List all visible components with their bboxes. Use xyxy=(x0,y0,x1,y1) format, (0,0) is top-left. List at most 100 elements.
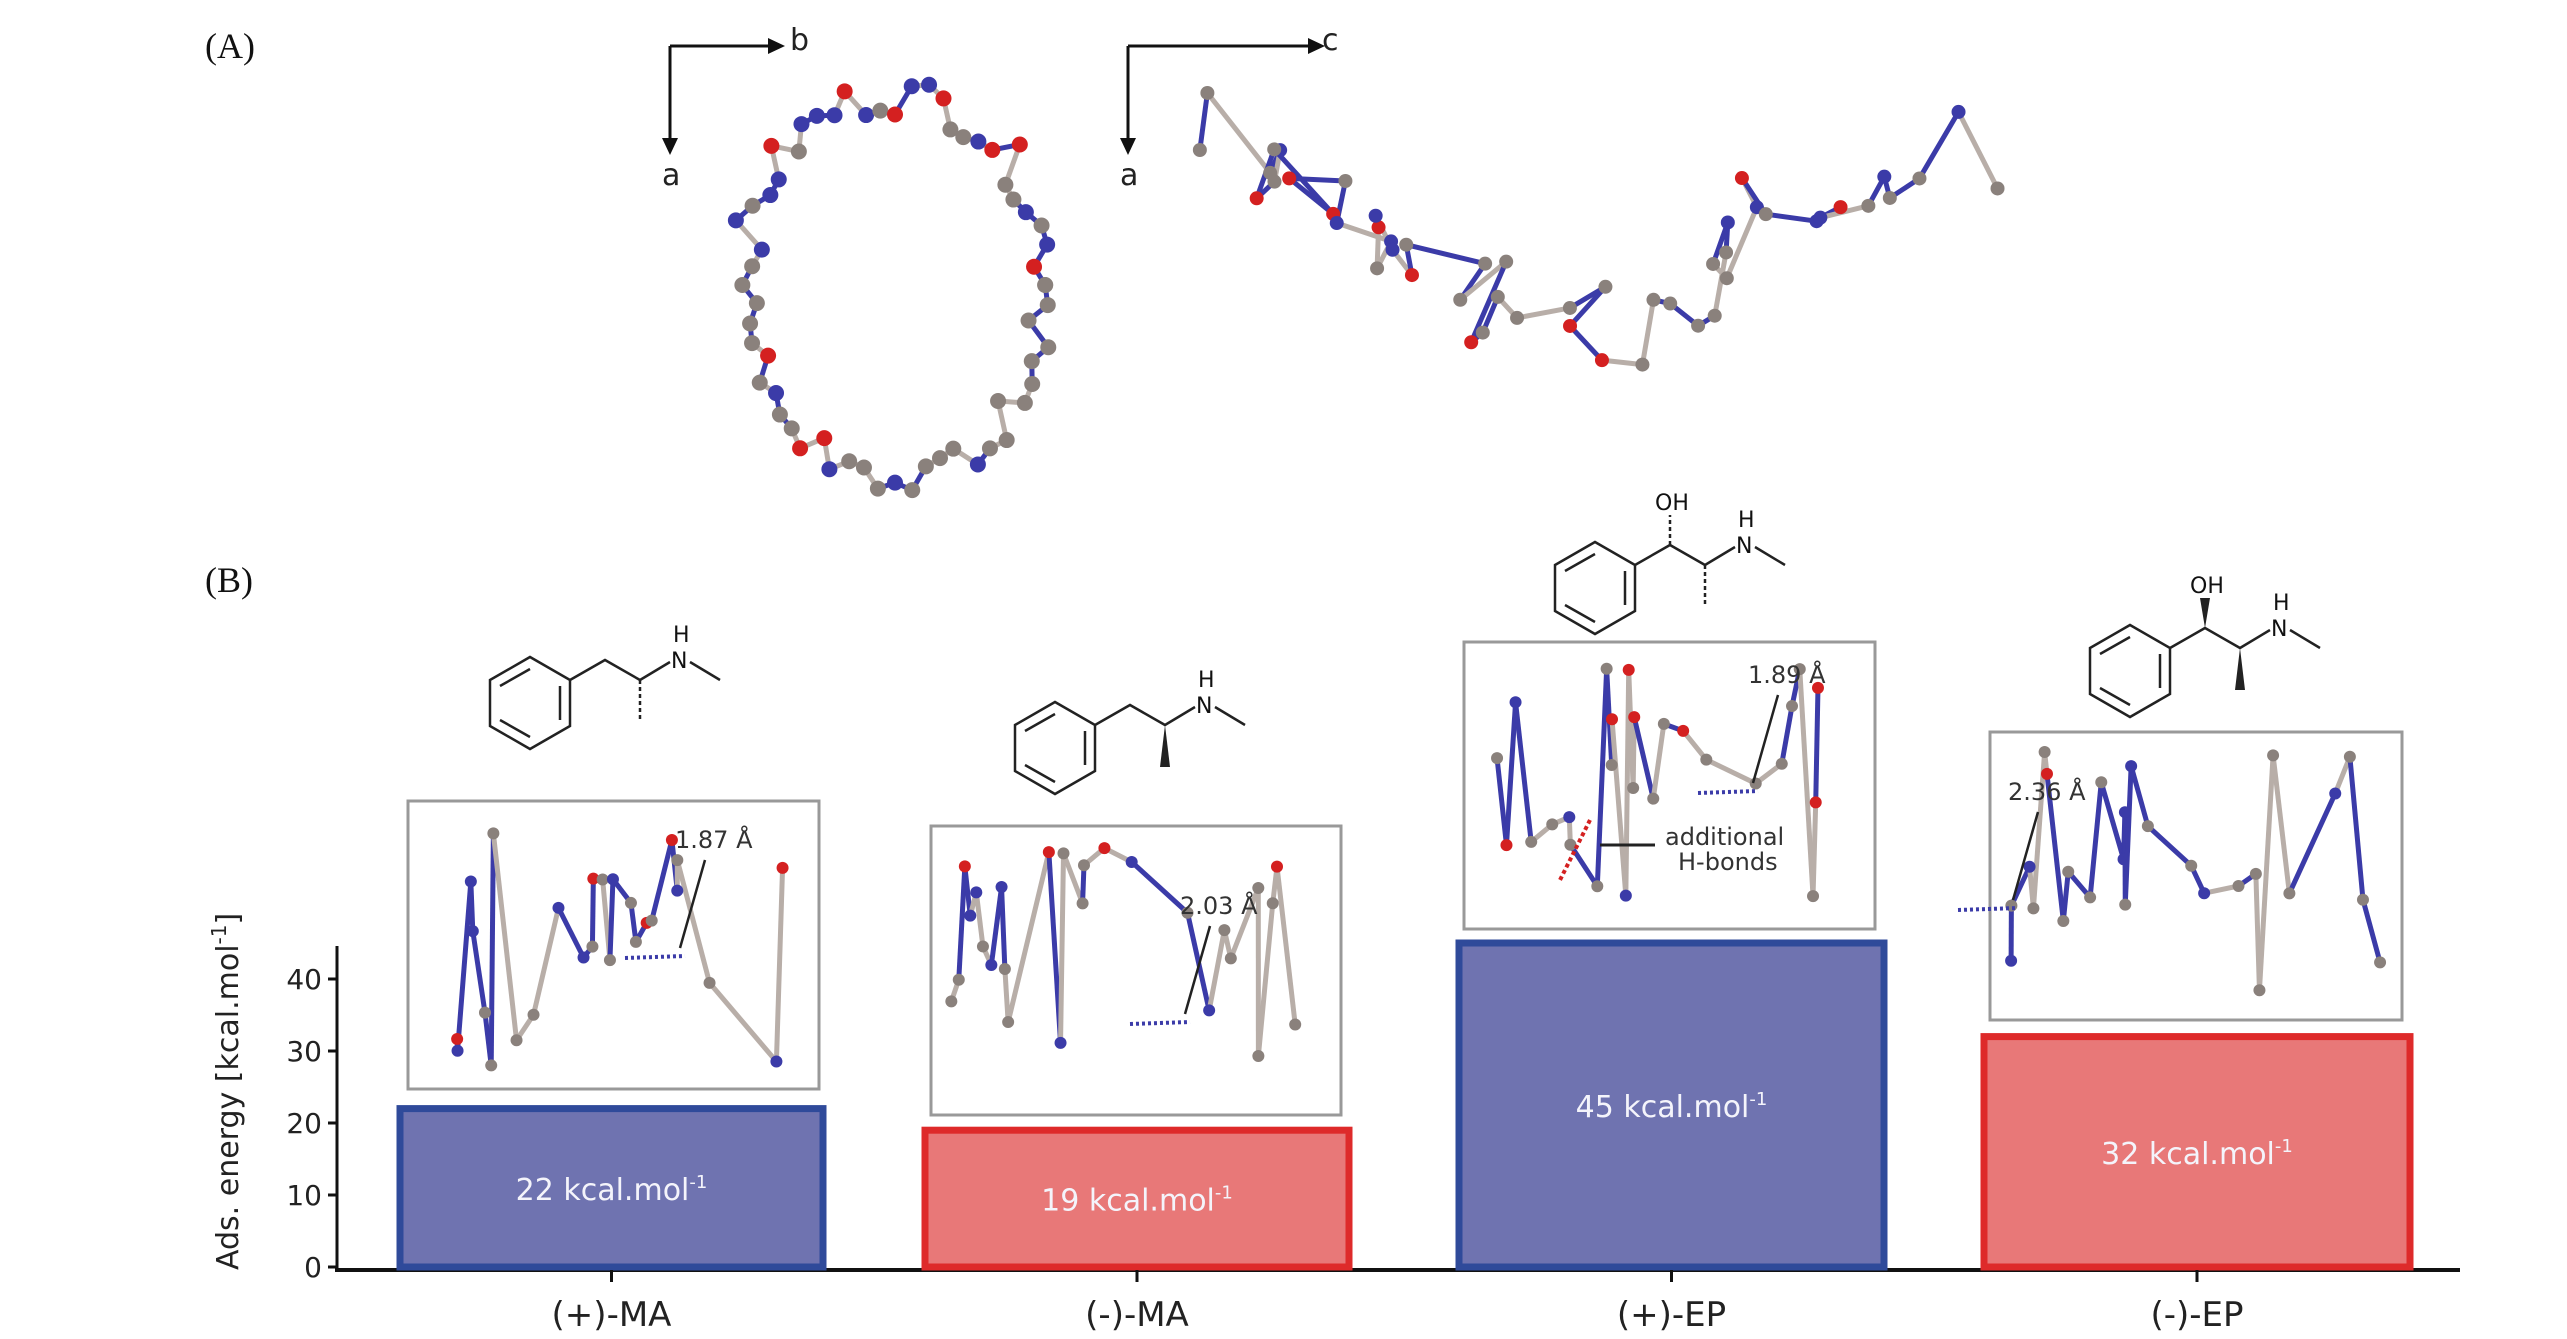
atom xyxy=(1635,357,1650,372)
atom xyxy=(1793,663,1806,676)
atom xyxy=(776,861,789,874)
bond xyxy=(1650,723,1667,800)
hbond-distance-label: 2.03 Å xyxy=(1180,891,1258,920)
atom xyxy=(1404,268,1419,283)
x-category-label: (-)-EP xyxy=(2150,1295,2243,1335)
atom xyxy=(466,925,479,938)
axis-a-label-2: a xyxy=(1120,158,1138,193)
atom xyxy=(763,137,780,154)
bond xyxy=(1765,211,1817,224)
atom xyxy=(1037,277,1054,293)
atom xyxy=(703,976,716,989)
atom xyxy=(1203,1004,1216,1017)
bond xyxy=(1513,702,1534,843)
atom xyxy=(1267,142,1282,157)
atom xyxy=(1657,717,1670,730)
atom xyxy=(1877,169,1892,184)
atom xyxy=(1499,254,1514,269)
oh-label: OH xyxy=(2190,574,2224,599)
atom xyxy=(945,995,958,1008)
atom xyxy=(2005,954,2018,967)
atom xyxy=(1399,237,1414,252)
atom xyxy=(1033,217,1050,234)
bond xyxy=(2087,782,2104,898)
bond xyxy=(2256,755,2276,991)
atom xyxy=(744,335,761,352)
axis-a-label: a xyxy=(662,158,680,193)
atom xyxy=(821,461,838,478)
atom xyxy=(1546,818,1559,831)
bar-value-label: 32 kcal.mol-1 xyxy=(2101,1136,2293,1172)
bond xyxy=(1631,716,1656,800)
bond xyxy=(1705,757,1757,786)
atom xyxy=(1510,310,1525,325)
docking-inset: 2.03 Å xyxy=(929,824,1343,1117)
atom xyxy=(1077,859,1090,872)
atom xyxy=(855,459,872,476)
atom xyxy=(770,1055,783,1068)
atom xyxy=(981,440,998,457)
atom xyxy=(793,116,810,133)
crystal-structure-chain xyxy=(1192,85,2005,372)
bond xyxy=(1185,912,1212,1011)
x-category-label: (+)-MA xyxy=(552,1295,672,1335)
arrow xyxy=(2011,811,2040,901)
bond xyxy=(628,902,639,943)
atom xyxy=(2253,984,2266,997)
atom xyxy=(1453,292,1468,307)
hbond-dashed-line xyxy=(1129,1020,1191,1026)
atom xyxy=(976,940,989,953)
atom xyxy=(510,1034,523,1047)
arrow xyxy=(1751,694,1780,784)
arrow xyxy=(1183,925,1212,1015)
atom xyxy=(1385,242,1400,257)
atom xyxy=(1749,777,1762,790)
bond xyxy=(1503,702,1519,846)
atom xyxy=(2185,859,2198,872)
atom xyxy=(984,141,1001,158)
bar-value-label: 19 kcal.mol-1 xyxy=(1041,1183,1233,1219)
bond xyxy=(649,839,675,922)
atom xyxy=(1594,353,1609,368)
atom xyxy=(1267,174,1282,189)
y-tick-label: 30 xyxy=(286,1035,322,1068)
atom xyxy=(1017,204,1034,221)
atom xyxy=(1005,191,1022,208)
structure-plus-ma: N H xyxy=(488,623,721,751)
bond xyxy=(1917,110,1961,180)
atom xyxy=(1181,906,1194,919)
bond xyxy=(1206,929,1227,1011)
hbond-dashed-line xyxy=(1957,906,2019,912)
atom xyxy=(2343,750,2356,763)
atom xyxy=(727,212,744,229)
bond xyxy=(1797,669,1816,897)
atom xyxy=(1647,792,1660,805)
atom xyxy=(1622,663,1635,676)
atom xyxy=(2329,787,2342,800)
hbond-dashed-line xyxy=(1697,789,1759,795)
atom xyxy=(587,872,600,885)
bond xyxy=(1289,175,1346,184)
atom xyxy=(1329,216,1344,231)
atom xyxy=(990,392,1007,409)
atom xyxy=(2198,887,2211,900)
atom xyxy=(1039,236,1056,253)
bond xyxy=(973,892,986,947)
atom xyxy=(2117,853,2130,866)
bond xyxy=(556,906,586,959)
atom xyxy=(792,440,809,457)
atom xyxy=(1368,208,1383,223)
x-category-label: (-)-MA xyxy=(1085,1295,1189,1335)
bond xyxy=(2360,899,2383,964)
atom xyxy=(1500,839,1513,852)
atom xyxy=(1252,881,1265,894)
atom xyxy=(1042,846,1055,859)
atom xyxy=(451,1032,464,1045)
atom xyxy=(1040,339,1057,356)
atom xyxy=(2356,893,2369,906)
bond xyxy=(470,930,488,1014)
axis-indicator-view2: c a xyxy=(1120,23,1339,193)
atom xyxy=(1807,890,1820,903)
bond xyxy=(1458,259,1508,302)
